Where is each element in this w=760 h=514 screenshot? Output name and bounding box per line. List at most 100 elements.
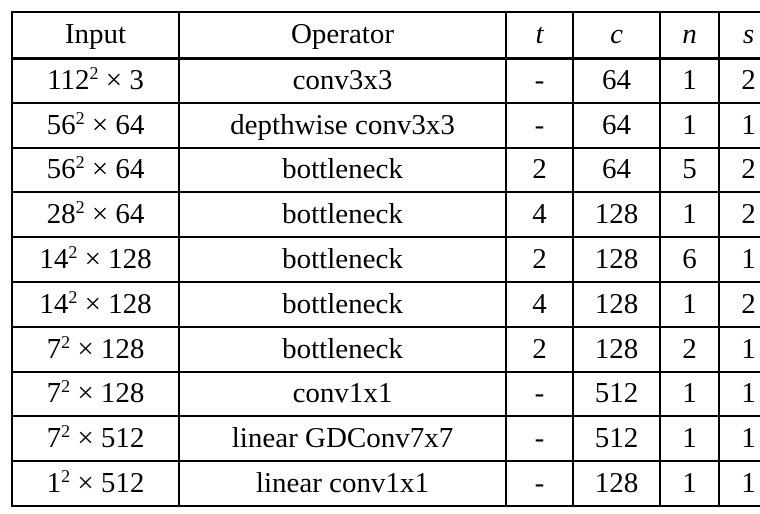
input-base: 7: [46, 422, 62, 455]
architecture-table: Input Operator t c n s 1122 × 3 conv3x3 …: [11, 11, 760, 507]
cell-c: 64: [572, 101, 661, 149]
cell-c: 128: [572, 191, 661, 239]
header-input: Input: [11, 11, 180, 60]
cell-c: 128: [572, 460, 661, 507]
cell-s: 1: [718, 460, 760, 507]
cell-n: 1: [659, 460, 720, 507]
input-exponent: 2: [75, 197, 85, 218]
cell-input: 72 × 128: [11, 370, 180, 418]
table-row: 562 × 64 depthwise conv3x3 - 64 1 1: [11, 101, 760, 149]
input-exponent: 2: [89, 63, 99, 84]
table-row: 1122 × 3 conv3x3 - 64 1 2: [11, 57, 760, 104]
cell-n: 5: [659, 146, 720, 194]
cell-n: 1: [659, 415, 720, 463]
cell-t: 2: [505, 236, 574, 283]
table-row: 282 × 64 bottleneck 4 128 1 2: [11, 191, 760, 239]
header-c: c: [572, 11, 661, 60]
cell-s: 1: [718, 325, 760, 373]
input-rest: × 512: [70, 422, 145, 455]
table-row: 72 × 128 bottleneck 2 128 2 1: [11, 325, 760, 373]
cell-c: 512: [572, 370, 661, 418]
header-s: s: [718, 11, 760, 60]
cell-c: 512: [572, 415, 661, 463]
cell-t: 2: [505, 325, 574, 373]
cell-operator: conv3x3: [178, 57, 507, 104]
cell-c: 128: [572, 236, 661, 283]
input-base: 28: [46, 198, 76, 231]
cell-operator: bottleneck: [178, 146, 507, 194]
input-exponent: 2: [68, 286, 78, 307]
cell-input: 72 × 512: [11, 415, 180, 463]
cell-input: 142 × 128: [11, 236, 180, 283]
input-rest: × 128: [77, 287, 152, 320]
table-row: 142 × 128 bottleneck 4 128 1 2: [11, 280, 760, 328]
input-base: 1: [46, 467, 62, 500]
cell-s: 1: [718, 415, 760, 463]
input-exponent: 2: [75, 107, 85, 128]
cell-n: 1: [659, 280, 720, 328]
cell-input: 72 × 128: [11, 325, 180, 373]
cell-c: 128: [572, 280, 661, 328]
cell-input: 562 × 64: [11, 146, 180, 194]
cell-s: 1: [718, 101, 760, 149]
input-exponent: 2: [61, 376, 71, 397]
input-rest: × 3: [98, 64, 144, 97]
cell-s: 2: [718, 191, 760, 239]
header-operator: Operator: [178, 11, 507, 60]
cell-c: 128: [572, 325, 661, 373]
input-rest: × 64: [84, 108, 145, 141]
cell-operator: bottleneck: [178, 280, 507, 328]
cell-n: 1: [659, 370, 720, 418]
cell-t: -: [505, 57, 574, 104]
input-rest: × 64: [84, 153, 145, 186]
input-exponent: 2: [68, 242, 78, 263]
cell-input: 1122 × 3: [11, 57, 180, 104]
cell-t: -: [505, 460, 574, 507]
input-exponent: 2: [61, 421, 71, 442]
input-base: 56: [46, 153, 76, 186]
table-row: 142 × 128 bottleneck 2 128 6 1: [11, 236, 760, 283]
table-row: 562 × 64 bottleneck 2 64 5 2: [11, 146, 760, 194]
input-base: 14: [39, 243, 69, 276]
cell-n: 1: [659, 191, 720, 239]
input-base: 7: [46, 377, 62, 410]
input-base: 112: [47, 64, 90, 97]
input-rest: × 128: [77, 243, 152, 276]
cell-t: -: [505, 101, 574, 149]
input-base: 14: [39, 287, 69, 320]
header-n: n: [659, 11, 720, 60]
header-t: t: [505, 11, 574, 60]
cell-c: 64: [572, 146, 661, 194]
cell-c: 64: [572, 57, 661, 104]
cell-input: 282 × 64: [11, 191, 180, 239]
input-base: 56: [46, 108, 76, 141]
cell-input: 562 × 64: [11, 101, 180, 149]
cell-operator: bottleneck: [178, 191, 507, 239]
input-exponent: 2: [75, 152, 85, 173]
cell-operator: bottleneck: [178, 325, 507, 373]
table-row: 72 × 128 conv1x1 - 512 1 1: [11, 370, 760, 418]
table-row: 72 × 512 linear GDConv7x7 - 512 1 1: [11, 415, 760, 463]
cell-n: 6: [659, 236, 720, 283]
input-exponent: 2: [61, 331, 71, 352]
header-row: Input Operator t c n s: [11, 11, 760, 60]
table-row: 12 × 512 linear conv1x1 - 128 1 1: [11, 460, 760, 507]
cell-s: 2: [718, 57, 760, 104]
input-rest: × 512: [70, 467, 145, 500]
cell-t: 4: [505, 191, 574, 239]
cell-s: 2: [718, 146, 760, 194]
cell-t: -: [505, 415, 574, 463]
cell-n: 1: [659, 101, 720, 149]
cell-operator: depthwise conv3x3: [178, 101, 507, 149]
cell-t: 2: [505, 146, 574, 194]
cell-s: 1: [718, 236, 760, 283]
cell-operator: linear GDConv7x7: [178, 415, 507, 463]
cell-s: 2: [718, 280, 760, 328]
cell-input: 12 × 512: [11, 460, 180, 507]
cell-n: 1: [659, 57, 720, 104]
input-base: 7: [46, 332, 62, 365]
cell-operator: bottleneck: [178, 236, 507, 283]
table-body: 1122 × 3 conv3x3 - 64 1 2 562 × 64 depth…: [11, 57, 760, 507]
cell-t: -: [505, 370, 574, 418]
input-rest: × 64: [84, 198, 145, 231]
